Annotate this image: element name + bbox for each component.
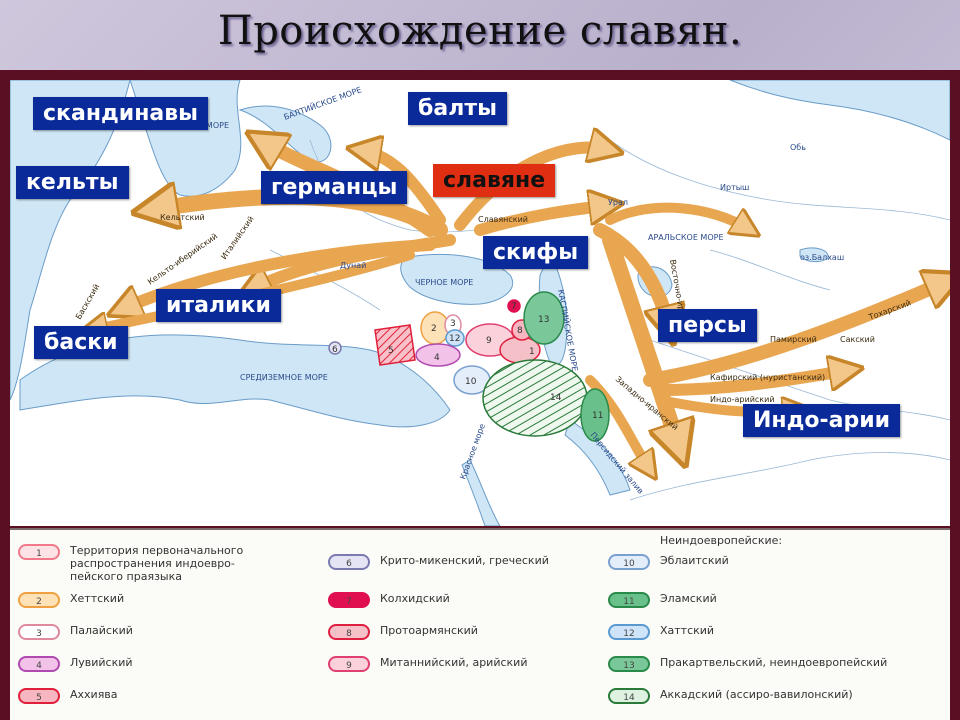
water xyxy=(10,80,950,526)
svg-text:6: 6 xyxy=(332,345,338,355)
legend-label-2: Хеттский xyxy=(70,592,125,605)
legend-item-11: 11 Эламский xyxy=(608,592,717,608)
map-text-indo-aryan: Индо-арийский xyxy=(710,395,775,404)
label-indo-aryans: Индо-арии xyxy=(743,404,901,437)
legend-item-13: 13 Пракартвельский, неиндоевропейский xyxy=(608,656,887,672)
map-text-celtic: Кельтский xyxy=(160,213,205,222)
legend-label-9: Митаннийский, арийский xyxy=(380,656,528,669)
svg-text:1: 1 xyxy=(529,347,535,357)
svg-text:4: 4 xyxy=(434,353,440,363)
map-text-mediterranean: СРЕДИЗЕМНОЕ МОРЕ xyxy=(240,373,328,382)
legend-swatch-10: 10 xyxy=(608,554,650,570)
legend-swatch-7: 7 xyxy=(328,592,370,608)
map-text-ob: Обь xyxy=(790,143,806,152)
label-persians: персы xyxy=(658,309,757,342)
legend-item-12: 12 Хаттский xyxy=(608,624,714,640)
svg-text:12: 12 xyxy=(449,334,460,344)
label-celts: кельты xyxy=(16,166,129,199)
svg-text:9: 9 xyxy=(486,336,492,346)
label-balts: балты xyxy=(408,92,507,125)
svg-text:13: 13 xyxy=(538,315,549,325)
legend-swatch-5: 5 xyxy=(18,688,60,704)
legend-item-2: 2 Хеттский xyxy=(18,592,124,608)
legend-swatch-6: 6 xyxy=(328,554,370,570)
legend-label-6: Крито-микенский, греческий xyxy=(380,554,549,567)
migration-arrows xyxy=(90,140,950,470)
legend-item-5: 5 Аххиява xyxy=(18,688,118,704)
svg-text:3: 3 xyxy=(450,319,456,329)
svg-text:5: 5 xyxy=(388,346,394,356)
legend-label-1: Территория первоначального распространен… xyxy=(70,544,244,583)
legend-item-14: 14 Аккадский (ассиро-вавилонский) xyxy=(608,688,853,704)
legend-swatch-11: 11 xyxy=(608,592,650,608)
label-scandinavians: скандинавы xyxy=(33,97,209,130)
svg-text:2: 2 xyxy=(431,324,437,334)
label-slavs: славяне xyxy=(433,164,556,197)
label-italics: италики xyxy=(156,289,281,322)
legend-swatch-12: 12 xyxy=(608,624,650,640)
map-text-kafir: Кафирский (нуристанский) xyxy=(710,373,825,382)
legend-label-12: Хаттский xyxy=(660,624,715,637)
legend-swatch-2: 2 xyxy=(18,592,60,608)
legend-label-3: Палайский xyxy=(70,624,133,637)
legend-swatch-4: 4 xyxy=(18,656,60,672)
legend-label-7: Колхидский xyxy=(380,592,450,605)
map-text-saka: Сакский xyxy=(840,335,875,344)
label-scythians: скифы xyxy=(483,236,589,269)
legend-label-10: Эблаитский xyxy=(660,554,729,567)
legend-item-9: 9 Митаннийский, арийский xyxy=(328,656,527,672)
legend-label-11: Эламский xyxy=(660,592,717,605)
svg-text:14: 14 xyxy=(550,393,562,403)
map-text-basque: Баскский xyxy=(74,283,101,321)
legend-swatch-13: 13 xyxy=(608,656,650,672)
svg-text:10: 10 xyxy=(465,377,477,387)
map-text-baltic-sea: БАЛТИЙСКОЕ МОРЕ xyxy=(282,83,363,121)
legend-swatch-1: 1 xyxy=(18,544,60,560)
legend-item-4: 4 Лувийский xyxy=(18,656,133,672)
legend-label-14: Аккадский (ассиро-вавилонский) xyxy=(660,688,853,701)
map-text-black-sea: ЧЕРНОЕ МОРЕ xyxy=(415,278,473,287)
map-text-balkhash: оз.Балхаш xyxy=(800,253,844,262)
legend-item-6: 6 Крито-микенский, греческий xyxy=(328,554,549,570)
map-text-italic: Италийский xyxy=(219,214,255,261)
legend-label-13: Пракартвельский, неиндоевропейский xyxy=(660,656,888,669)
svg-text:8: 8 xyxy=(517,326,523,336)
legend-swatch-14: 14 xyxy=(608,688,650,704)
legend-swatch-9: 9 xyxy=(328,656,370,672)
label-basques: баски xyxy=(34,326,128,359)
legend-swatch-8: 8 xyxy=(328,624,370,640)
slide-title: Происхождение славян. xyxy=(217,8,743,54)
legend-item-10: 10 Эблаитский xyxy=(608,554,729,570)
map-text-pamir: Памирский xyxy=(770,335,817,344)
map: 2 3 12 4 5 6 7 8 9 10 11 13 14 1 Кельтск… xyxy=(10,80,950,526)
legend-item-7: 7 Колхидский xyxy=(328,592,450,608)
legend-swatch-3: 3 xyxy=(18,624,60,640)
svg-text:11: 11 xyxy=(592,411,603,421)
label-germans: германцы xyxy=(261,171,408,204)
legend-item-3: 3 Палайский xyxy=(18,624,133,640)
legend-label-5: Аххиява xyxy=(70,688,118,701)
legend: Неиндоевропейские: 1 Территория первонача… xyxy=(10,528,950,720)
map-text-aral-sea: АРАЛЬСКОЕ МОРЕ xyxy=(648,233,724,242)
territory-numbers: 2 3 12 4 5 6 7 8 9 10 11 13 14 1 xyxy=(332,302,603,421)
legend-item-8: 8 Протоармянский xyxy=(328,624,478,640)
legend-item-1: 1 Территория первоначального распростране… xyxy=(18,544,243,583)
territories xyxy=(328,291,610,442)
legend-label-8: Протоармянский xyxy=(380,624,478,637)
map-text-irtysh: Иртыш xyxy=(720,183,749,192)
map-drawing: 2 3 12 4 5 6 7 8 9 10 11 13 14 1 Кельтск… xyxy=(10,80,950,526)
legend-heading: Неиндоевропейские: xyxy=(660,534,783,547)
map-text-danube: Дунай xyxy=(340,261,366,270)
legend-label-4: Лувийский xyxy=(70,656,133,669)
svg-text:7: 7 xyxy=(511,302,517,312)
map-text-ural: Урал xyxy=(608,198,628,207)
map-text-slavic: Славянский xyxy=(478,215,528,224)
